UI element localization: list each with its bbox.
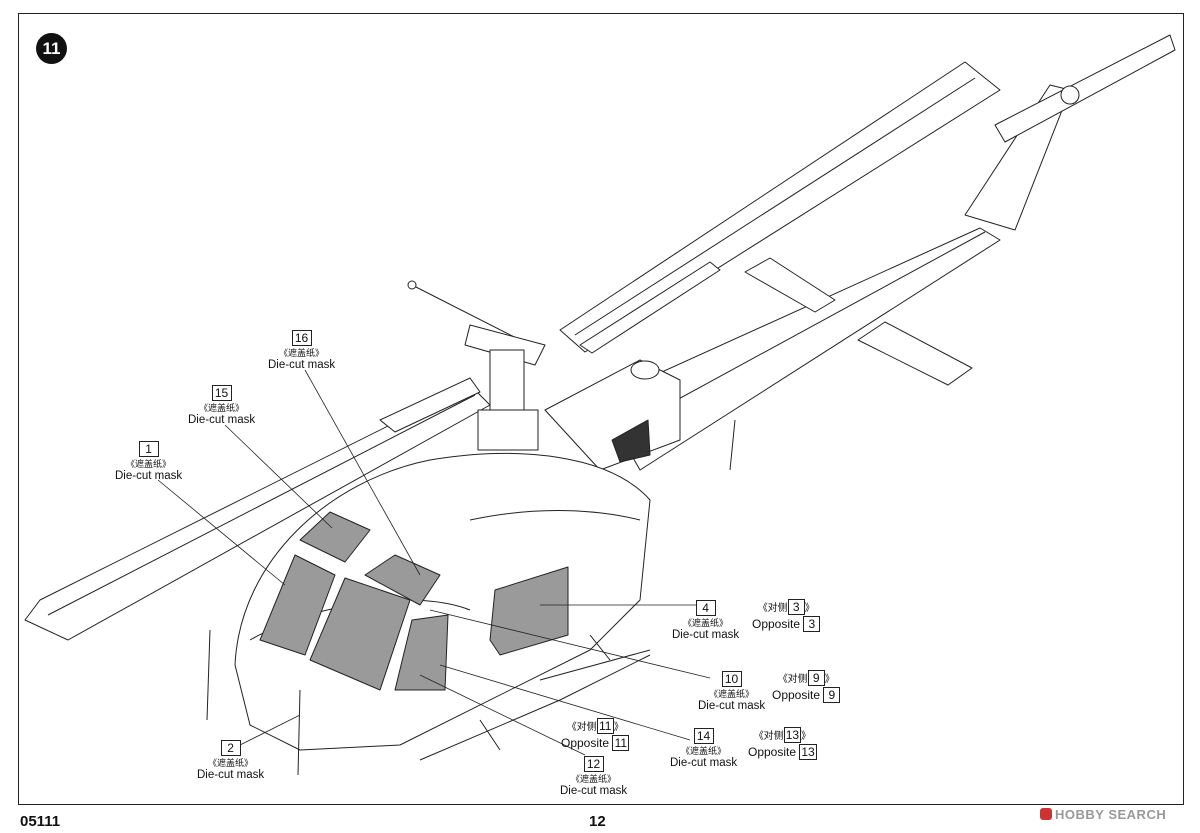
part-number-box: 11 — [596, 718, 614, 734]
part-number-box: 3 — [803, 616, 821, 632]
page-frame — [18, 13, 1184, 805]
stabilizer-lower — [857, 321, 973, 386]
product-code: 05111 — [20, 813, 61, 830]
callout-1: 1 《遮盖纸》 Die-cut mask — [115, 441, 183, 482]
hobby-search-logo-icon — [1040, 808, 1052, 820]
page-number: 12 — [589, 813, 606, 830]
callout-12: 12 《遮盖纸》 Die-cut mask — [560, 756, 628, 797]
callout-16: 16 《遮盖纸》 Die-cut mask — [268, 330, 336, 371]
callout-2: 2 《遮盖纸》 Die-cut mask — [197, 740, 265, 781]
part-number-box: 3 — [787, 599, 805, 615]
mask-roof-left — [299, 511, 371, 563]
part-number-box: 2 — [220, 740, 241, 756]
rotor-blade-lower-left — [24, 377, 491, 641]
callout-14: 14 《遮盖纸》 Die-cut mask — [670, 728, 738, 769]
part-number-box: 14 — [693, 728, 714, 744]
leader-lines — [157, 369, 711, 756]
mask-door-window — [394, 614, 449, 691]
part-number-box: 13 — [799, 744, 817, 760]
tail-fin — [964, 34, 1176, 231]
part-number-box: 16 — [291, 330, 312, 346]
mask-roof-right — [364, 554, 441, 606]
part-number-box: 9 — [807, 670, 825, 686]
part-number-box: 1 — [138, 441, 159, 457]
part-number-box: 13 — [783, 727, 802, 743]
watermark: HOBBY SEARCH — [1040, 807, 1166, 822]
rotor-blade-upper-right — [559, 61, 1001, 354]
part-number-box: 15 — [211, 385, 232, 401]
callout-4: 4 《遮盖纸》 Die-cut mask — [672, 600, 740, 641]
step-number-badge: 11 — [36, 33, 67, 64]
part-number-box: 4 — [695, 600, 716, 616]
part-number-box: 10 — [721, 671, 742, 687]
callout-10: 10 《遮盖纸》 Die-cut mask — [698, 671, 766, 712]
callout-15: 15 《遮盖纸》 Die-cut mask — [188, 385, 256, 426]
part-number-box: 11 — [612, 735, 630, 751]
antenna-left — [206, 629, 211, 721]
mask-side-window — [489, 566, 569, 656]
part-number-box: 9 — [823, 687, 841, 703]
stabilizer-upper — [744, 257, 836, 313]
engine-cowling — [544, 359, 681, 471]
part-number-box: 12 — [583, 756, 604, 772]
antenna-right — [297, 689, 301, 776]
landing-skids — [419, 634, 651, 761]
rotor-hub — [407, 280, 546, 451]
